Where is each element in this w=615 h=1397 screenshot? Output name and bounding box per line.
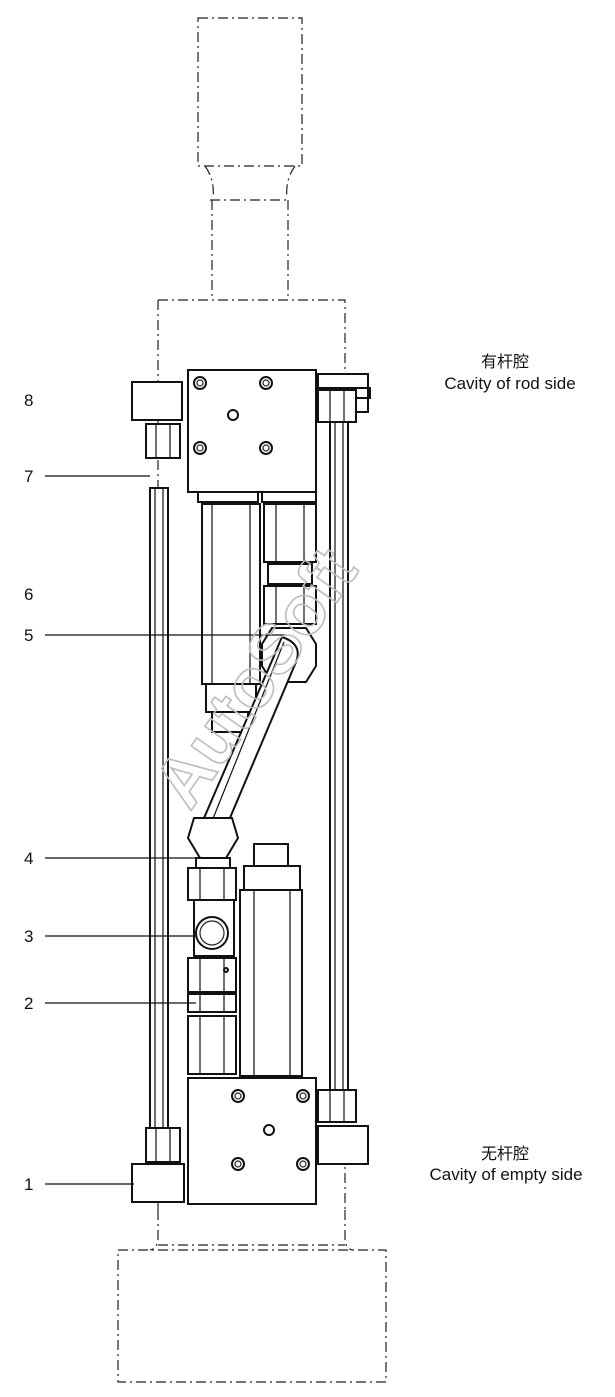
top-valve-block	[187, 369, 317, 503]
empty-side-label-en: Cavity of empty side	[429, 1165, 582, 1184]
top-left-fitting	[131, 381, 183, 459]
leader-lines	[45, 475, 286, 1185]
callout-4: 4	[24, 849, 33, 868]
callout-5: 5	[24, 626, 33, 645]
side-labels: 有杆腔 Cavity of rod side 无杆腔 Cavity of emp…	[429, 352, 582, 1184]
rod-side-label-cn: 有杆腔	[481, 352, 529, 371]
callout-8: 8	[24, 391, 33, 410]
rod-side-label-en: Cavity of rod side	[444, 374, 575, 393]
bottom-valve-block	[187, 1077, 317, 1205]
rod-outline	[197, 17, 303, 298]
tube-right	[329, 419, 349, 1091]
callout-2: 2	[24, 994, 33, 1013]
lower-left-stack	[187, 867, 237, 1075]
empty-side-label-cn: 无杆腔	[481, 1144, 529, 1163]
callout-6: 6	[24, 585, 33, 604]
lower-filter	[239, 843, 303, 1077]
bottom-right-fitting	[317, 1089, 369, 1165]
top-right-fitting	[317, 373, 371, 423]
lower-elbow	[186, 817, 240, 869]
callout-1: 1	[24, 1175, 33, 1194]
callout-numbers: 8 7 6 5 4 3 2 1	[24, 391, 33, 1194]
callout-7: 7	[24, 467, 33, 486]
upper-filter	[201, 503, 261, 733]
bottom-left-fitting	[131, 1127, 185, 1203]
tube-left	[149, 487, 169, 1129]
callout-3: 3	[24, 927, 33, 946]
